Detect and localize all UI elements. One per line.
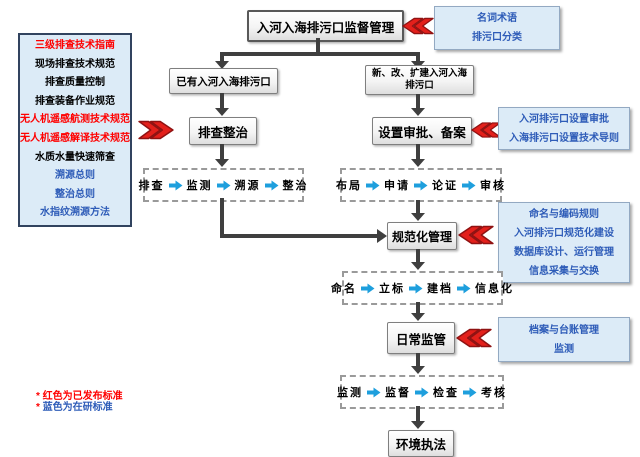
legend-marker: * xyxy=(36,391,43,402)
standard-item: 现场排查技术规范 xyxy=(35,58,115,70)
step-label: 建档 xyxy=(427,283,453,295)
flow-arrow-down xyxy=(215,93,229,116)
legend-line: * 红色为已发布标准 xyxy=(36,391,123,402)
step-label: 监测 xyxy=(186,180,213,192)
node-new-outlet: 新、改、扩建入河入海 排污口 xyxy=(365,65,474,95)
node-investigation-remediation: 排查整治 xyxy=(189,117,257,145)
standard-item: 三级排查技术指南 xyxy=(35,40,115,52)
steps-approval: 布局 申请 论证 审核 xyxy=(336,168,504,202)
red-chevron-left-icon xyxy=(471,122,501,138)
legend-text: 蓝色为在研标准 xyxy=(42,402,113,413)
step-label: 排查 xyxy=(138,180,165,192)
step-label: 监测 xyxy=(337,387,363,399)
info-line: 名词术语 xyxy=(477,13,517,24)
step-label: 考核 xyxy=(481,387,507,399)
step-label: 命名 xyxy=(331,283,357,295)
flow-arrow-down xyxy=(215,55,229,69)
legend-line: * 蓝色为在研标准 xyxy=(36,402,123,413)
info-line: 监测 xyxy=(554,343,574,355)
node-environmental-enforcement: 环境执法 xyxy=(388,430,454,457)
standard-item: 水质水量快速筛查 xyxy=(35,151,115,163)
flow-arrow-right xyxy=(377,229,387,243)
step-label: 监督 xyxy=(385,387,411,399)
info-line: 信息采集与交换 xyxy=(529,265,599,277)
info-box-terminology: 名词术语排污口分类 xyxy=(434,6,560,50)
node-setup-approval: 设置审批、备案 xyxy=(372,117,472,145)
info-line: 数据库设计、运行管理 xyxy=(514,246,614,258)
flow-arrow-down xyxy=(411,144,425,167)
legend: * 红色为已发布标准* 蓝色为在研标准 xyxy=(36,391,123,413)
red-chevron-left-icon xyxy=(402,17,434,35)
node-new-outlet-line1: 新、改、扩建入河入海 xyxy=(371,68,467,79)
node-daily-supervision: 日常监管 xyxy=(387,322,455,354)
standard-item: 排查质量控制 xyxy=(45,77,105,89)
info-line: 档案与台账管理 xyxy=(529,324,599,336)
standard-item: 溯源总则 xyxy=(55,170,95,182)
blue-arrow-right-icon xyxy=(414,180,428,190)
blue-arrow-right-icon xyxy=(168,180,182,190)
flow-arrow-down xyxy=(411,94,425,116)
info-box-approval: 入河排污口设置审批入海排污口设置技术导则 xyxy=(498,107,630,150)
node-existing-outlet: 已有入河入海排污口 xyxy=(169,68,278,94)
blue-arrow-right-icon xyxy=(409,283,423,293)
red-chevron-left-icon xyxy=(458,225,494,245)
blue-arrow-right-icon xyxy=(216,180,230,190)
flow-arrow-down xyxy=(411,353,425,374)
info-line: 入河排污口设置审批 xyxy=(519,113,609,125)
info-line: 入海排污口设置技术导则 xyxy=(509,132,619,144)
info-line: 入河排污口规范化建设 xyxy=(514,227,614,239)
legend-marker: * xyxy=(36,402,43,413)
red-chevron-right-icon xyxy=(138,120,174,140)
flow-arrow-down xyxy=(411,406,425,429)
step-label: 信息化 xyxy=(475,283,514,295)
standard-item: 排查装备作业规范 xyxy=(35,95,115,107)
red-chevron-left-icon xyxy=(456,328,492,348)
standard-item: 水指纹溯源方法 xyxy=(40,207,110,219)
node-standardized-management: 规范化管理 xyxy=(387,222,457,250)
info-line: 排污口分类 xyxy=(472,32,522,43)
step-label: 布局 xyxy=(336,180,362,192)
blue-arrow-right-icon xyxy=(367,387,381,397)
step-label: 溯源 xyxy=(234,180,261,192)
step-label: 检查 xyxy=(433,387,459,399)
info-line: 命名与编码规则 xyxy=(529,208,599,220)
node-new-outlet-line2: 排污口 xyxy=(405,80,434,91)
step-label: 立标 xyxy=(379,283,405,295)
info-box-standardization: 命名与编码规则入河排污口规范化建设数据库设计、运行管理信息采集与交换 xyxy=(498,202,630,283)
legend-text: 红色为已发布标准 xyxy=(42,391,123,402)
standard-item: 无人机遥感航测技术规范 xyxy=(20,114,130,126)
step-label: 审核 xyxy=(480,180,506,192)
step-label: 整治 xyxy=(282,180,309,192)
info-box-daily: 档案与台账管理监测 xyxy=(498,317,630,362)
standard-item: 整治总则 xyxy=(55,188,95,200)
steps-naming: 命名 立标 建档 信息化 xyxy=(331,271,512,305)
step-label: 论证 xyxy=(432,180,458,192)
flow-arrow-down xyxy=(411,200,425,221)
node-supervision-management: 入河入海排污口监督管理 xyxy=(247,10,404,42)
connector-line xyxy=(220,234,378,238)
blue-arrow-right-icon xyxy=(457,283,471,293)
step-label: 申请 xyxy=(384,180,410,192)
steps-investigation: 排查 监测 溯源 整治 xyxy=(139,168,307,202)
blue-arrow-right-icon xyxy=(264,180,278,190)
blue-arrow-right-icon xyxy=(361,283,375,293)
blue-arrow-right-icon xyxy=(462,180,476,190)
flow-arrow-down xyxy=(215,144,229,167)
connector-line xyxy=(220,198,224,238)
blue-arrow-right-icon xyxy=(366,180,380,190)
flow-arrow-down xyxy=(411,249,425,270)
steps-supervision: 监测 监督 检查 考核 xyxy=(337,375,507,409)
standards-panel: 三级排查技术指南现场排查技术规范排查质量控制排查装备作业规范无人机遥感航测技术规… xyxy=(18,33,132,227)
blue-arrow-right-icon xyxy=(463,387,477,397)
flow-arrow-down xyxy=(411,302,425,321)
standard-item: 无人机遥感解译技术规范 xyxy=(20,133,130,144)
blue-arrow-right-icon xyxy=(415,387,429,397)
connector-line xyxy=(316,38,320,54)
connector-line xyxy=(220,52,420,56)
